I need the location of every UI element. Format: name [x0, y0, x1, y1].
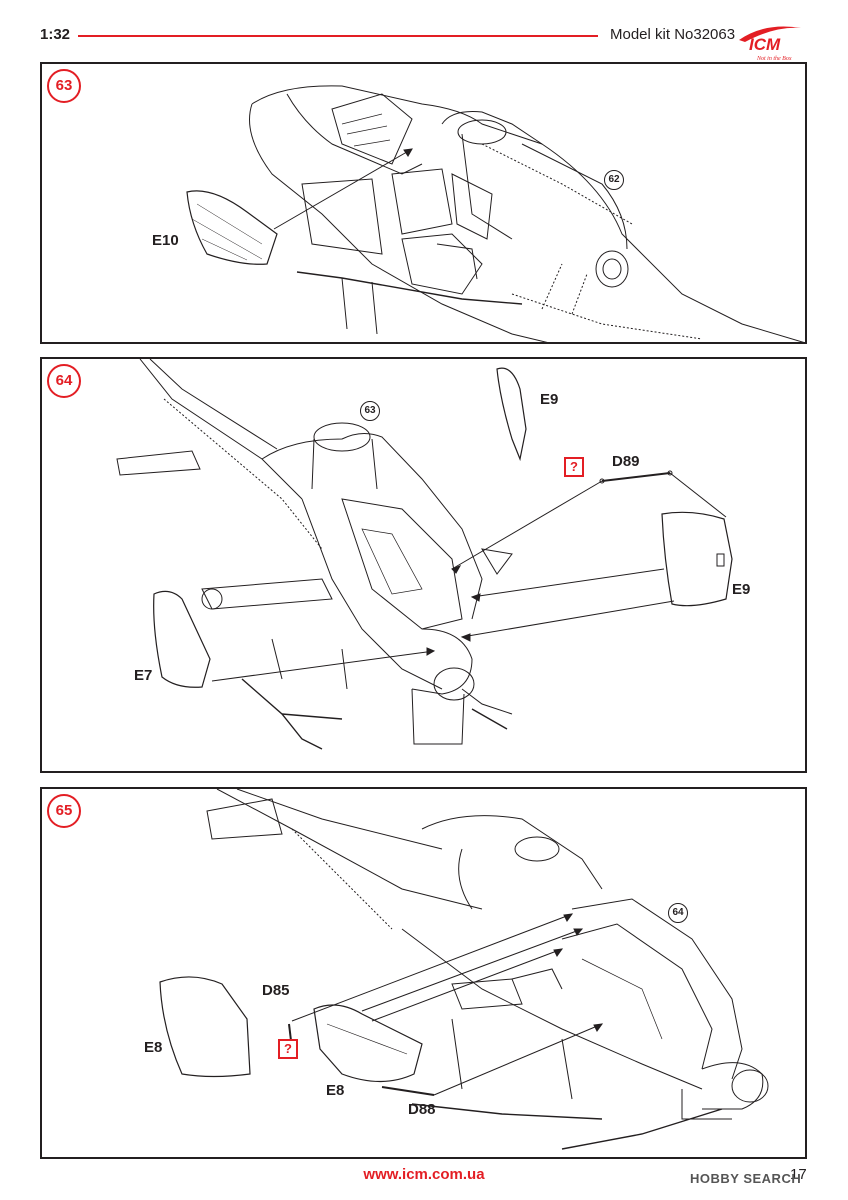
step-number-badge: 63 — [47, 69, 81, 103]
step-64-drawing — [116, 359, 733, 750]
svg-text:Not in the Box: Not in the Box — [756, 56, 792, 62]
step-65-drawing — [159, 789, 769, 1150]
watermark: HOBBY SEARCH — [690, 1171, 802, 1186]
part-label-d85: D85 — [262, 982, 290, 999]
part-label-e8-left: E8 — [144, 1039, 163, 1056]
part-label-e8-right: E8 — [326, 1082, 345, 1099]
page-number: 17 — [790, 1166, 807, 1183]
reference-step-marker: 63 — [360, 401, 380, 421]
website-url: www.icm.com.ua — [363, 1166, 485, 1183]
part-label-e9-right: E9 — [732, 581, 751, 598]
step-63-panel: 63 62 E10 — [40, 62, 807, 344]
step-65-panel: 65 64 ? D85 E8 E8 D88 — [40, 787, 807, 1159]
step-number-badge: 64 — [47, 364, 81, 398]
part-label-d88: D88 — [408, 1101, 436, 1118]
icm-logo: ICM Not in the Box — [739, 26, 801, 62]
step-64-panel: 64 63 ? E9 D89 E9 E7 — [40, 357, 807, 773]
scale-label: 1:32 — [40, 26, 71, 43]
svg-text:ICM: ICM — [749, 35, 781, 54]
part-label-e9-top: E9 — [540, 391, 559, 408]
optional-part-marker: ? — [564, 457, 584, 477]
part-label-d89: D89 — [612, 453, 640, 470]
header-rule — [78, 35, 598, 37]
reference-step-marker: 64 — [668, 903, 688, 923]
part-label-e7: E7 — [134, 667, 153, 684]
reference-step-marker: 62 — [604, 170, 624, 190]
step-number-badge: 65 — [47, 794, 81, 828]
kit-number: Model kit No32063 — [610, 26, 736, 43]
step-63-drawing — [186, 85, 805, 342]
optional-part-marker: ? — [278, 1039, 298, 1059]
page-header: 1:32 Model kit No32063 ICM Not in the Bo… — [0, 0, 848, 62]
part-label-e10: E10 — [152, 232, 179, 249]
